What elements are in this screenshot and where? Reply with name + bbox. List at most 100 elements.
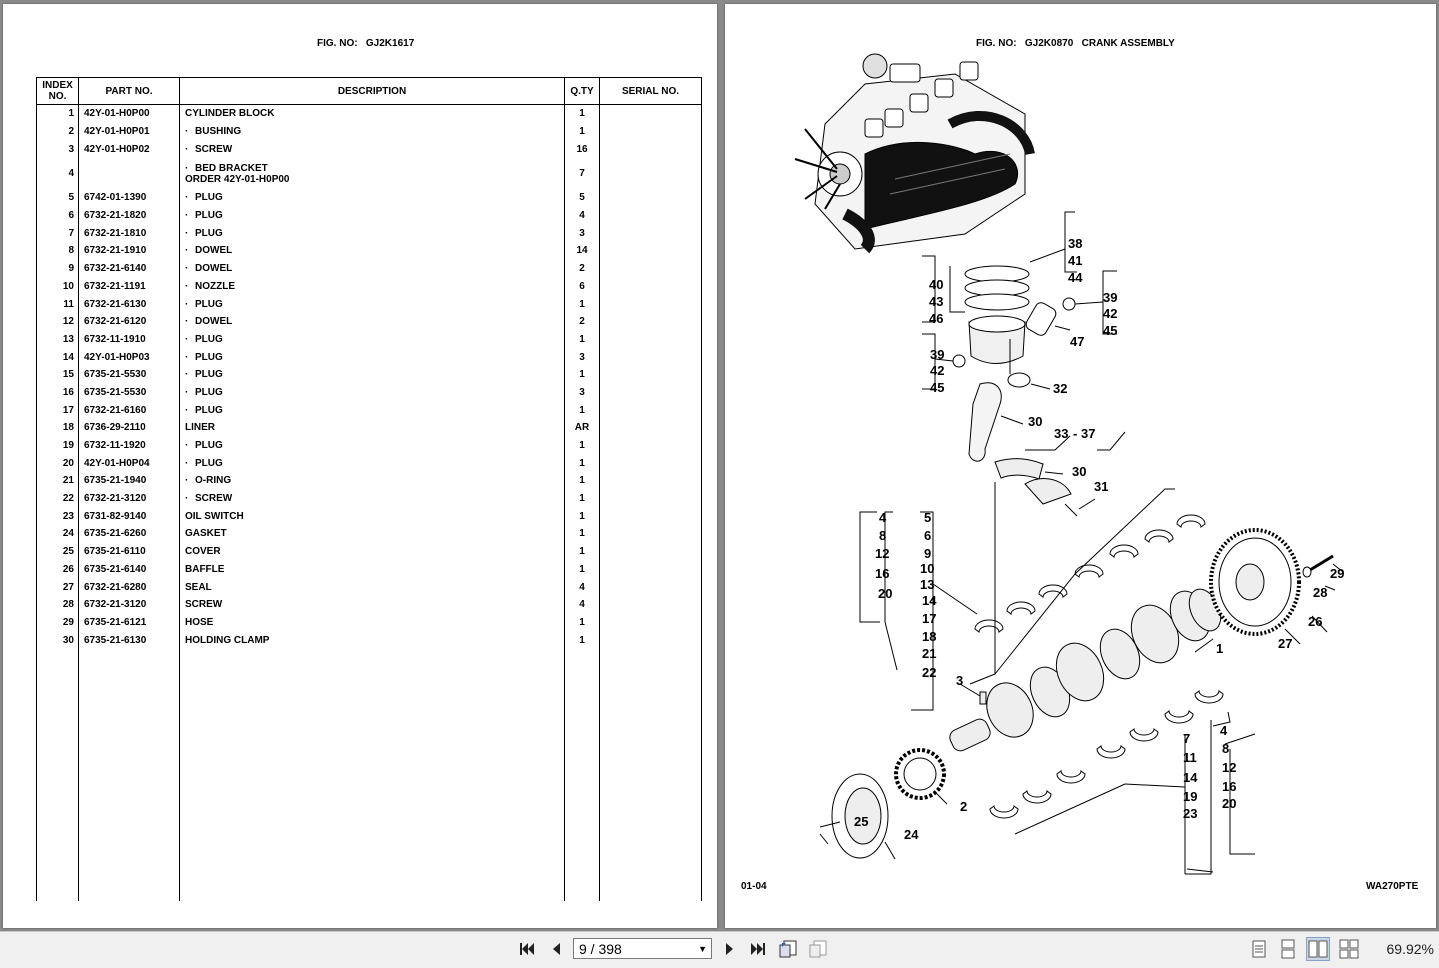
indent-bullet: · xyxy=(185,316,189,328)
part-number-cell: 6732-21-6280 xyxy=(78,578,180,596)
part-number-cell: 6735-21-6260 xyxy=(78,525,180,543)
callout-label: 9 xyxy=(924,546,931,561)
qty-cell: 3 xyxy=(564,383,600,402)
qty-cell: 1 xyxy=(564,104,600,123)
qty-cell: 1 xyxy=(564,454,600,473)
part-number-cell: 6735-21-6140 xyxy=(78,560,180,579)
callout-label: 6 xyxy=(924,528,931,543)
part-number-cell: 6732-21-6120 xyxy=(78,312,180,331)
description-cell: ·SCREW xyxy=(179,140,565,159)
index-cell: 21 xyxy=(36,472,79,490)
serial-number-cell xyxy=(599,365,702,384)
indent-bullet: · xyxy=(185,457,189,469)
description-text: CYLINDER BLOCK xyxy=(185,108,275,120)
fit-width-button[interactable] xyxy=(806,937,830,961)
part-number-cell: 6735-21-6121 xyxy=(78,613,180,632)
qty-cell: 3 xyxy=(564,348,600,366)
callout-label: 3 xyxy=(956,673,963,688)
indent-bullet: · xyxy=(185,351,189,363)
index-cell: 24 xyxy=(36,525,79,543)
serial-number-cell xyxy=(599,595,702,614)
crankshaft xyxy=(949,588,1222,752)
callout-label: 24 xyxy=(904,827,919,842)
serial-number-cell xyxy=(599,295,702,313)
callout-label: 40 xyxy=(929,277,943,292)
serial-number-cell xyxy=(599,507,702,526)
callout-label: 4 xyxy=(1220,723,1228,738)
zoom-level[interactable]: 69.92% xyxy=(1386,941,1434,957)
part-number-cell: 6731-82-9140 xyxy=(78,507,180,526)
serial-number-cell xyxy=(599,330,702,349)
indent-bullet: · xyxy=(185,493,189,505)
index-cell: 6 xyxy=(36,206,79,225)
callout-label: 21 xyxy=(922,646,936,661)
description-text: PLUG xyxy=(195,192,223,204)
callout-label: 12 xyxy=(875,546,889,561)
qty-cell: 6 xyxy=(564,277,600,296)
next-page-icon xyxy=(726,943,733,955)
indent-bullet: · xyxy=(185,369,189,381)
callout-label: 47 xyxy=(1070,334,1084,349)
index-cell: 17 xyxy=(36,401,79,419)
serial-number-cell xyxy=(599,419,702,437)
callout-label: 33 xyxy=(1054,426,1068,441)
callout-label: 8 xyxy=(1222,741,1229,756)
qty-cell: 3 xyxy=(564,224,600,243)
first-page-icon xyxy=(520,943,534,955)
description-cell: ·PLUG xyxy=(179,206,565,225)
callout-label: 30 xyxy=(1028,414,1042,429)
header-serial-no: SERIAL NO. xyxy=(599,77,702,105)
description-cell: HOSE xyxy=(179,613,565,632)
part-number-cell: 6736-29-2110 xyxy=(78,419,180,437)
description-cell: ·PLUG xyxy=(179,189,565,207)
first-page-button[interactable] xyxy=(515,937,539,961)
index-cell: 18 xyxy=(36,419,79,437)
index-cell: 29 xyxy=(36,613,79,632)
qty-cell: 1 xyxy=(564,507,600,526)
part-number-cell: 6735-21-6130 xyxy=(78,631,180,649)
previous-page-button[interactable] xyxy=(544,937,568,961)
callout-label: 14 xyxy=(922,593,937,608)
description-text: HOLDING CLAMP xyxy=(185,634,270,646)
last-page-button[interactable] xyxy=(746,937,770,961)
description-cell: ·PLUG xyxy=(179,436,565,455)
qty-cell: 2 xyxy=(564,312,600,331)
empty-cell xyxy=(564,648,600,901)
callout-label: 18 xyxy=(922,629,936,644)
engine-illustration xyxy=(794,53,1035,254)
serial-number-cell xyxy=(599,401,702,419)
fit-page-button[interactable] xyxy=(776,937,800,961)
qty-cell: 14 xyxy=(564,242,600,260)
page-number-input[interactable]: 9 / 398▼ xyxy=(573,938,712,959)
part-number-cell: 6732-21-1820 xyxy=(78,206,180,225)
callout-label: 38 xyxy=(1068,236,1082,251)
qty-cell: 2 xyxy=(564,259,600,278)
callout-label: 29 xyxy=(1330,566,1344,581)
callout-label: 25 xyxy=(854,814,868,829)
serial-number-cell xyxy=(599,259,702,278)
description-cell: BAFFLE xyxy=(179,560,565,579)
serial-number-cell xyxy=(599,525,702,543)
index-cell: 22 xyxy=(36,489,79,508)
description-cell: ·PLUG xyxy=(179,383,565,402)
single-page-view-button[interactable] xyxy=(1247,937,1271,961)
callout-label: 17 xyxy=(922,611,936,626)
index-cell: 10 xyxy=(36,277,79,296)
part-number-cell xyxy=(78,158,180,190)
description-cell: SCREW xyxy=(179,595,565,614)
continuous-facing-view-button[interactable] xyxy=(1337,937,1361,961)
part-number-cell: 42Y-01-H0P04 xyxy=(78,454,180,473)
description-text: BED BRACKET xyxy=(195,162,268,174)
continuous-view-button[interactable] xyxy=(1276,937,1300,961)
part-number-cell: 6742-01-1390 xyxy=(78,189,180,207)
description-text: OIL SWITCH xyxy=(185,510,244,522)
description-text: DOWEL xyxy=(195,245,233,257)
facing-view-button[interactable] xyxy=(1306,937,1330,961)
next-page-button[interactable] xyxy=(718,937,742,961)
